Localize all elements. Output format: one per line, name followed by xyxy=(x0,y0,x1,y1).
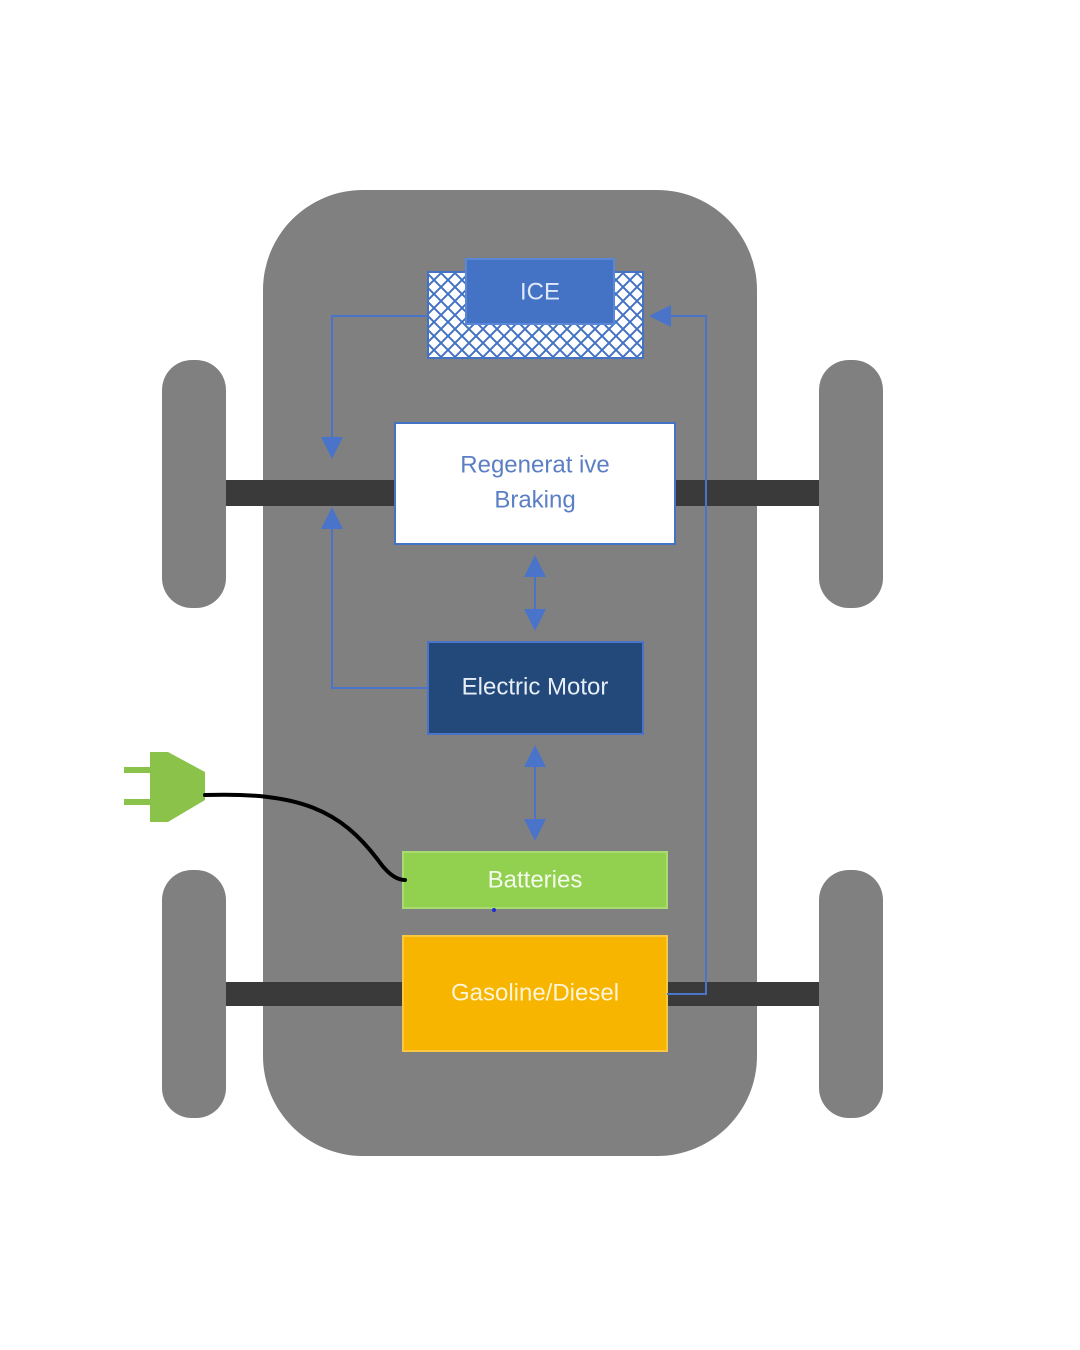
wheel-rear-right xyxy=(819,870,883,1118)
regenerative-braking-label-line1: Regenerat ive xyxy=(460,451,609,478)
ice-box xyxy=(465,258,615,325)
batteries-box xyxy=(402,851,668,909)
ice-to-regen-connector xyxy=(321,315,428,459)
gasoline-diesel-label: Gasoline/Diesel xyxy=(451,979,619,1006)
regenerative-braking-label-line2: Braking xyxy=(494,486,575,513)
motor-to-regen-connector xyxy=(321,507,428,689)
wheel-front-left xyxy=(162,360,226,608)
batteries-label: Batteries xyxy=(488,866,583,893)
gasoline-diesel-box xyxy=(402,935,668,1052)
charging-plug-icon xyxy=(124,752,205,822)
electric-motor-label: Electric Motor xyxy=(462,673,609,700)
electric-motor-box xyxy=(427,641,644,735)
fuel-to-ice-connector xyxy=(649,305,707,995)
charging-cable xyxy=(203,792,407,882)
regenerative-braking-box xyxy=(394,422,676,545)
wheel-front-right xyxy=(819,360,883,608)
wheel-rear-left xyxy=(162,870,226,1118)
ice-label: ICE xyxy=(520,278,560,305)
marker-dot xyxy=(492,908,496,912)
